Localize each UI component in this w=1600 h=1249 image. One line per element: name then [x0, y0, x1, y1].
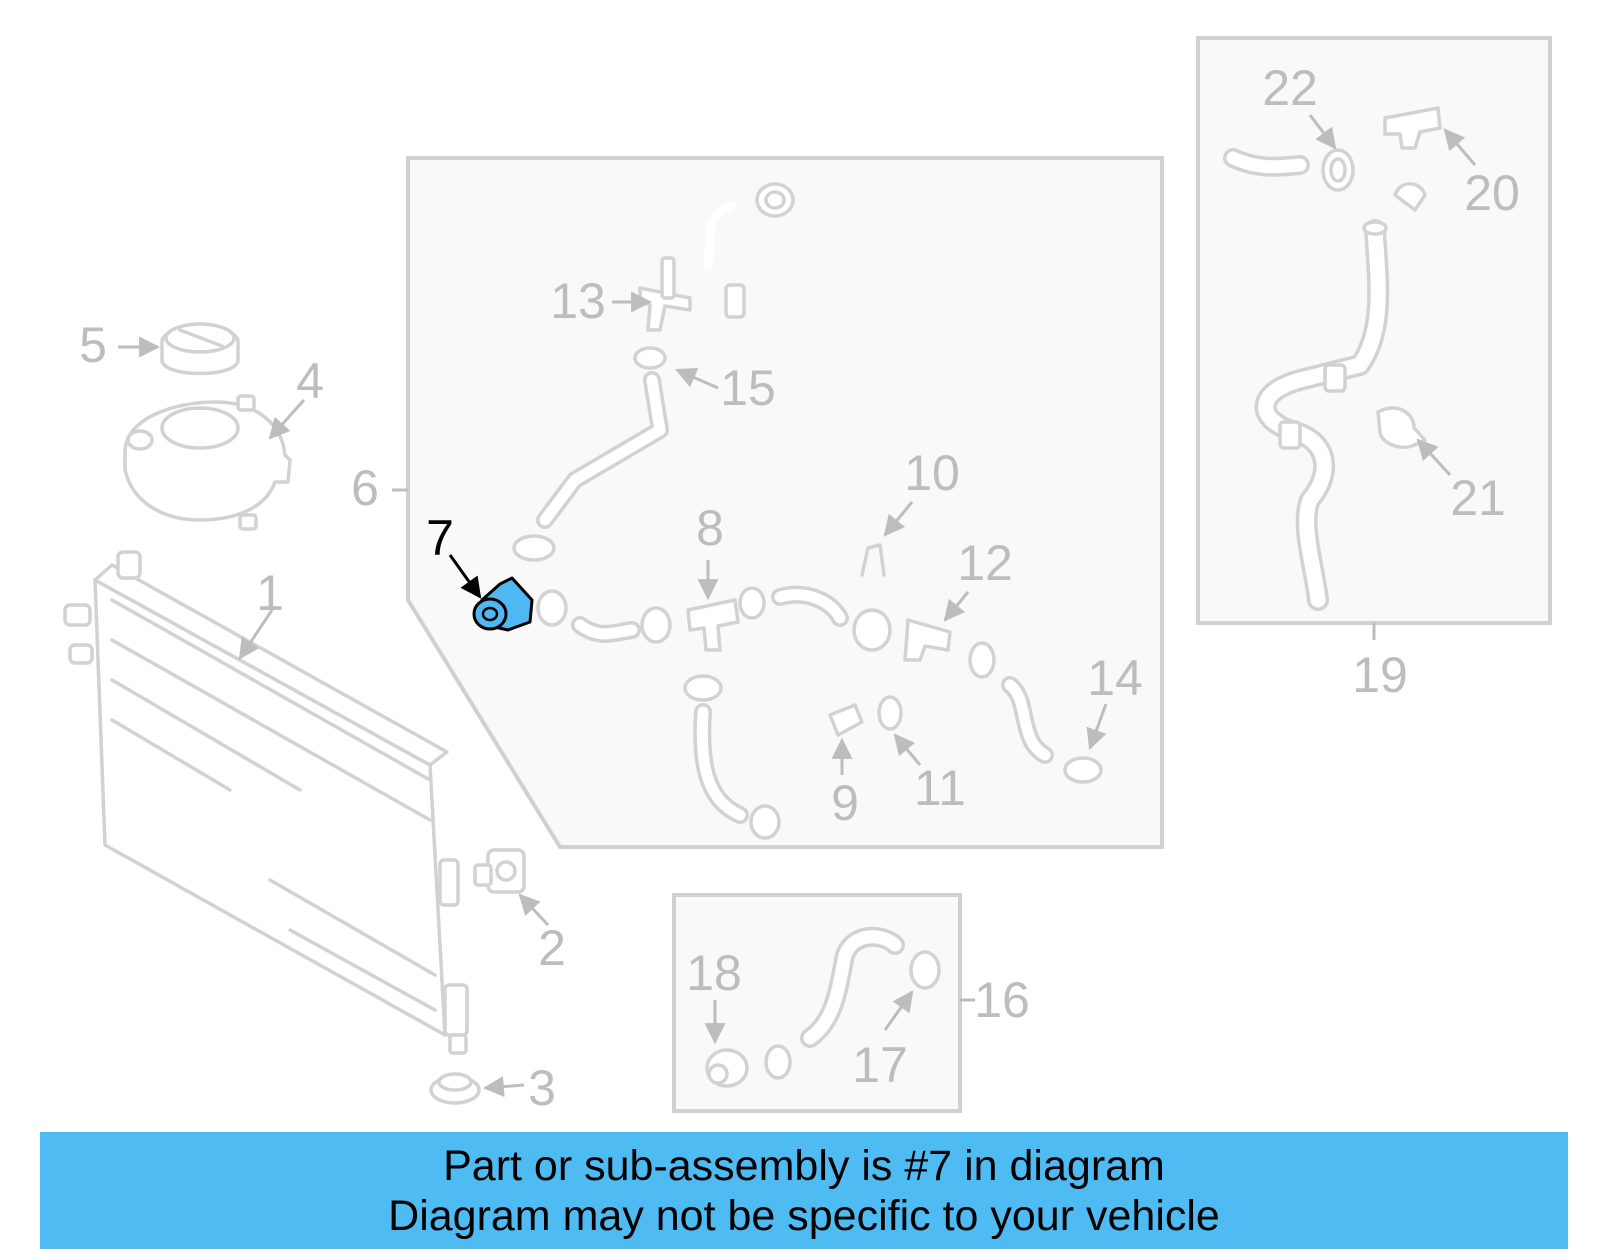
- expansion-tank-part-4: [123, 394, 292, 531]
- callout-18: 18: [686, 945, 742, 1001]
- highlighted-part-7: [472, 576, 534, 632]
- callout-16: 16: [974, 972, 1030, 1028]
- callout-13: 13: [550, 273, 606, 329]
- callout-19: 19: [1352, 647, 1408, 703]
- callout-15: 15: [720, 360, 776, 416]
- callout-1: 1: [256, 565, 284, 621]
- callout-22: 22: [1262, 60, 1318, 116]
- callout-6: 6: [351, 460, 379, 516]
- banner-line-2: Diagram may not be specific to your vehi…: [388, 1191, 1220, 1240]
- hose-parts-group-6: [512, 182, 1103, 840]
- info-banner: Part or sub-assembly is #7 in diagram Di…: [40, 1132, 1568, 1249]
- callout-4: 4: [296, 353, 324, 409]
- callout-10: 10: [904, 445, 960, 501]
- bracket-part-2: [473, 848, 526, 894]
- callout-17: 17: [852, 1037, 908, 1093]
- callout-8: 8: [696, 500, 724, 556]
- callout-21: 21: [1450, 470, 1506, 526]
- hose-parts-group-16: [705, 926, 941, 1088]
- callout-3: 3: [528, 1060, 556, 1116]
- banner-line-1: Part or sub-assembly is #7 in diagram: [443, 1141, 1165, 1190]
- subassembly-box-6: [406, 156, 1164, 849]
- hose-parts-group-19: [1223, 106, 1442, 611]
- callout-12: 12: [957, 535, 1013, 591]
- callout-2: 2: [538, 920, 566, 976]
- callout-14: 14: [1087, 650, 1143, 706]
- callout-11: 11: [914, 760, 966, 816]
- callout-9: 9: [831, 775, 859, 831]
- callout-7: 7: [426, 510, 454, 566]
- grommet-part-3: [429, 1072, 481, 1105]
- radiator-part: [63, 550, 469, 1055]
- leader-lines: [118, 114, 1477, 1098]
- cap-part-5: [160, 322, 240, 376]
- callout-20: 20: [1464, 165, 1520, 221]
- callout-5: 5: [79, 317, 107, 373]
